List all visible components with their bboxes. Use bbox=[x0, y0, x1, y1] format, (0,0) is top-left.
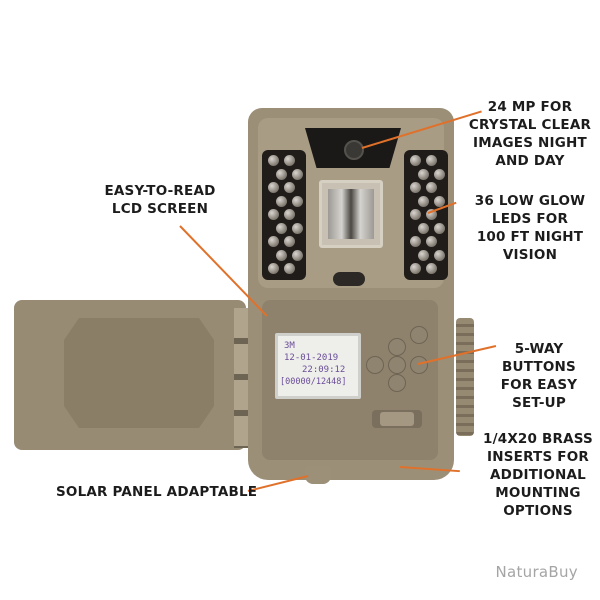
led-icon bbox=[276, 168, 287, 180]
led-icon bbox=[292, 222, 303, 234]
led-icon bbox=[268, 209, 279, 220]
led-icon bbox=[276, 249, 287, 261]
led-icon bbox=[292, 195, 303, 207]
latch bbox=[456, 318, 474, 436]
led-icon bbox=[268, 263, 279, 274]
led-icon bbox=[434, 249, 445, 261]
led-icon bbox=[284, 263, 295, 274]
led-icon bbox=[284, 182, 295, 193]
led-icon bbox=[292, 249, 303, 261]
callout-solar: SOLAR PANEL ADAPTABLE bbox=[56, 484, 258, 500]
callout-buttons: 5-WAY BUTTONS FOR EASY SET-UP bbox=[500, 341, 578, 411]
led-icon bbox=[410, 236, 421, 247]
led-icon bbox=[284, 236, 295, 247]
button-up[interactable] bbox=[388, 338, 406, 356]
callout-lcd: EASY-TO-READ LCD SCREEN bbox=[104, 183, 216, 217]
door-hinge bbox=[234, 308, 248, 448]
led-icon bbox=[418, 222, 429, 234]
lcd-time: 22:09:12 bbox=[302, 365, 346, 375]
led-icon bbox=[426, 182, 437, 193]
led-icon bbox=[418, 195, 429, 207]
led-icon bbox=[434, 222, 445, 234]
led-array-right bbox=[404, 150, 448, 280]
led-icon bbox=[268, 155, 279, 166]
led-icon bbox=[426, 209, 437, 220]
button-menu[interactable] bbox=[410, 326, 428, 344]
camera-door bbox=[14, 300, 246, 450]
led-icon bbox=[268, 182, 279, 193]
mount-insert bbox=[305, 466, 331, 484]
lcd-resolution: 3M bbox=[284, 341, 295, 351]
led-icon bbox=[410, 182, 421, 193]
lcd-date: 12-01-2019 bbox=[284, 353, 339, 363]
lcd-counter: [00000/12448] bbox=[280, 377, 347, 387]
motion-sensor bbox=[319, 180, 383, 248]
led-icon bbox=[426, 155, 437, 166]
led-icon bbox=[276, 195, 287, 207]
callout-megapixel: 24 MP FOR CRYSTAL CLEAR IMAGES NIGHT AND… bbox=[468, 99, 592, 169]
door-interior bbox=[64, 318, 214, 428]
callout-leds: 36 LOW GLOW LEDS FOR 100 FT NIGHT VISION bbox=[474, 193, 586, 263]
led-icon bbox=[410, 209, 421, 220]
lens-icon bbox=[344, 140, 364, 160]
lcd-screen: 3M 12-01-2019 22:09:12 [00000/12448] bbox=[275, 333, 361, 399]
led-array-left bbox=[262, 150, 306, 280]
led-icon bbox=[284, 155, 295, 166]
light-sensor bbox=[333, 272, 365, 286]
callout-inserts: 1/4X20 BRASS INSERTS FOR ADDITIONAL MOUN… bbox=[483, 431, 593, 519]
led-icon bbox=[410, 263, 421, 274]
led-icon bbox=[410, 155, 421, 166]
led-icon bbox=[434, 195, 445, 207]
led-icon bbox=[268, 236, 279, 247]
led-icon bbox=[284, 209, 295, 220]
button-left[interactable] bbox=[366, 356, 384, 374]
led-icon bbox=[434, 168, 445, 180]
power-switch[interactable] bbox=[372, 410, 422, 428]
watermark: NaturaBuy bbox=[495, 563, 578, 581]
led-icon bbox=[426, 263, 437, 274]
led-icon bbox=[276, 222, 287, 234]
led-icon bbox=[292, 168, 303, 180]
led-icon bbox=[418, 168, 429, 180]
led-icon bbox=[426, 236, 437, 247]
button-down[interactable] bbox=[388, 374, 406, 392]
button-ok[interactable] bbox=[388, 356, 406, 374]
button-right[interactable] bbox=[410, 356, 428, 374]
led-icon bbox=[418, 249, 429, 261]
